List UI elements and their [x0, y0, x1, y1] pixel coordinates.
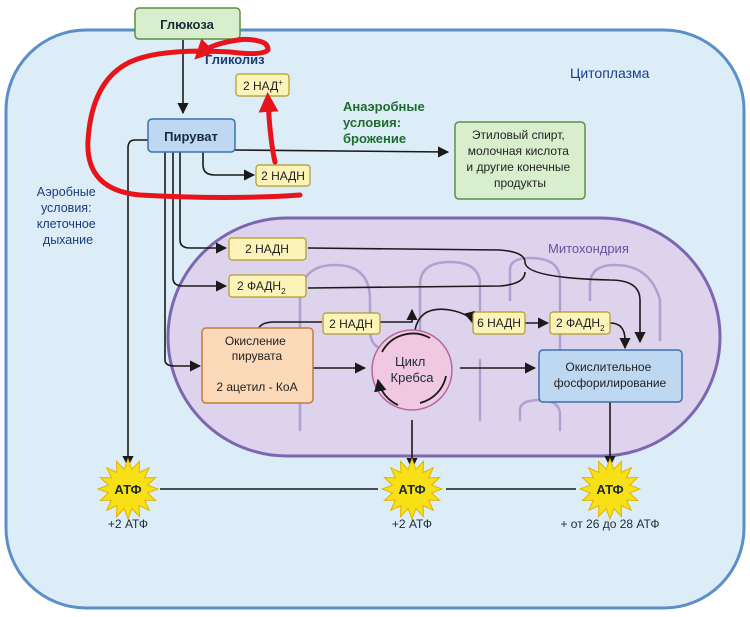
- atp-middle-label: АТФ: [398, 482, 425, 497]
- arrow-fadh-oxphos-2: [609, 322, 631, 350]
- pathway-arrows: [122, 40, 646, 490]
- pyruvate-oxidation-box: [201, 327, 314, 404]
- oxidative-phosphorylation-label: Окислительное фосфорилирование: [554, 360, 667, 390]
- starburst-icon: [578, 457, 642, 521]
- atp-right-label: АТФ: [596, 482, 623, 497]
- anaerobic-label: Анаэробные условия: брожение: [343, 99, 428, 146]
- starburst-icon: [380, 457, 444, 521]
- nadh-krebs-label: 6 НАДН: [477, 316, 521, 330]
- arrow-to-fadh-mito: [172, 152, 228, 292]
- mitochondria-label: Митохондрия: [548, 241, 629, 256]
- red-up-arrow: [258, 92, 279, 165]
- nadh-oxidation-label: 2 НАДН: [329, 317, 373, 331]
- atp-star-left: АТФ: [96, 457, 160, 521]
- krebs-cycle-label: Цикл Кребса: [391, 354, 435, 385]
- atp-star-right: АТФ: [578, 457, 642, 521]
- arrow-to-nadh-mito: [179, 152, 228, 254]
- atp-star-middle: АТФ: [380, 457, 444, 521]
- acetyl-coa-label: 2 ацетил - КоА: [216, 380, 297, 394]
- atp-left-label: АТФ: [114, 482, 141, 497]
- cytoplasm-label: Цитоплазма: [570, 65, 650, 81]
- arrow-krebs-6nadh: [414, 308, 475, 331]
- red-annotation: [85, 36, 303, 200]
- pyruvate-box: [147, 118, 236, 153]
- oxidative-phosphorylation-box: [538, 349, 683, 403]
- atp-middle-caption: +2 АТФ: [392, 517, 432, 531]
- arrow-fadh-oxphos: [307, 271, 526, 289]
- nadh-glycolysis-label: 2 НАДН: [261, 169, 305, 183]
- fadh-mito-box: [228, 274, 307, 298]
- red-loop-arrow: [85, 36, 303, 200]
- nadh-glycolysis-box: [255, 164, 311, 187]
- nadh-oxidation-box: [322, 312, 381, 335]
- glucose-box: [134, 7, 241, 40]
- pyruvate-oxidation-label: Окисление пирувата: [225, 334, 289, 363]
- arrow-to-oxidation: [164, 152, 202, 372]
- glucose-label: Глюкоза: [160, 17, 214, 32]
- arrow-pyruvate-atp-left: [122, 139, 148, 468]
- atp-right-caption: + от 26 до 28 АТФ: [560, 517, 659, 531]
- nadh-krebs-box: [472, 311, 526, 335]
- fadh-krebs-box: [549, 311, 611, 335]
- arrow-nadh-oxphos: [307, 247, 646, 344]
- krebs-cycle-arrows: [378, 332, 447, 406]
- fadh-krebs-label: 2 ФАДН2: [556, 316, 605, 333]
- arrow-pyruvate-nadh: [202, 152, 256, 181]
- arrow-krebs-nadh: [380, 308, 418, 323]
- starburst-icon: [96, 457, 160, 521]
- products-label: Этиловый спирт, молочная кислота и други…: [466, 128, 573, 190]
- fadh-mito-label: 2 ФАДН2: [237, 279, 286, 296]
- pyruvate-label: Пируват: [164, 129, 218, 144]
- nadh-mito-label: 2 НАДН: [245, 242, 289, 256]
- nadh-mito-box: [228, 237, 307, 261]
- products-box: [454, 121, 586, 200]
- aerobic-label: Аэробные условия: клеточное дыхание: [37, 185, 100, 247]
- nad-plus-label: 2 НАД+: [243, 78, 283, 93]
- mitochondria-cristae: [298, 256, 662, 432]
- atp-left-caption: +2 АТФ: [108, 517, 148, 531]
